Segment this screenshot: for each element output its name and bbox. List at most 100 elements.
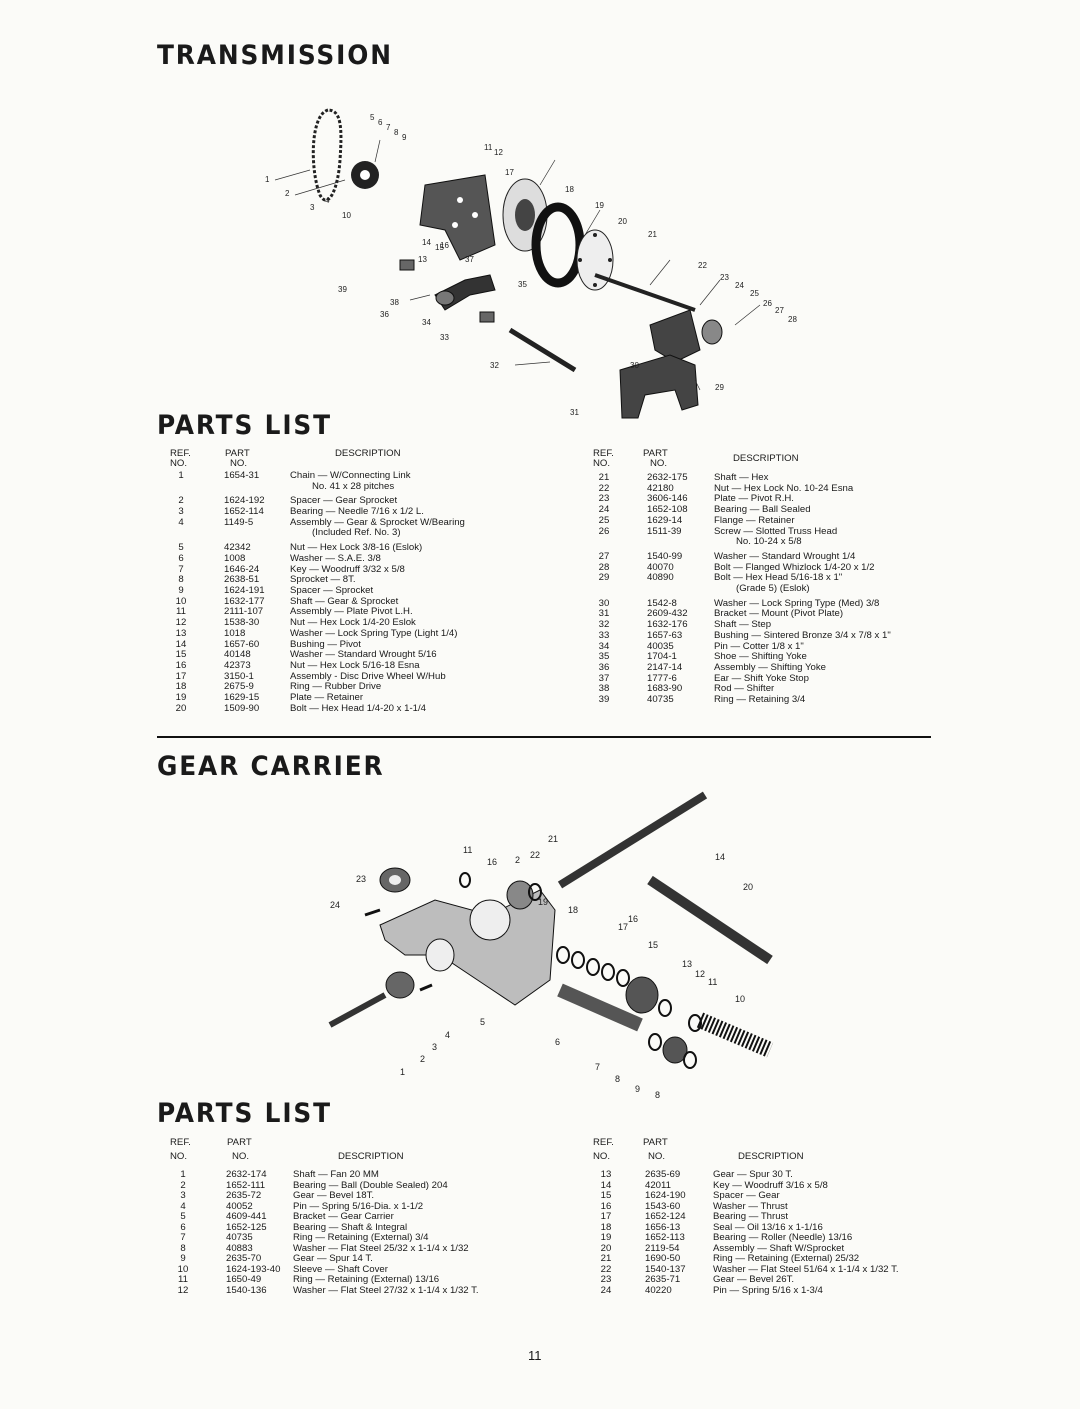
part-description: Assembly — Plate Pivot L.H. [290, 606, 413, 618]
part-number: 2119-54 [645, 1242, 680, 1254]
part-number: 1652-111 [226, 1179, 266, 1191]
col-part: PART [643, 448, 668, 459]
part-description: Bolt — Hex Head 1/4-20 x 1-1/4 [290, 702, 426, 714]
col-ref: REF. [593, 1137, 614, 1148]
callout: 20 [618, 217, 627, 226]
part-description: Ring — Retaining 3/4 [714, 694, 806, 705]
part-description: Screw — Slotted Truss Head [714, 525, 838, 537]
part-description: Nut — Hex Lock 1/4-20 Eslok [290, 617, 416, 629]
col-part: PART [643, 1137, 668, 1148]
ref-number: 5 [180, 1211, 186, 1222]
callout: 22 [698, 261, 707, 270]
callout: 8 [615, 1074, 620, 1084]
callout: 11 [463, 845, 472, 855]
callout: 1 [265, 175, 270, 184]
part-description: Shoe — Shifting Yoke [714, 651, 807, 663]
part-number: 1629-15 [224, 692, 260, 703]
part-description: Spacer — Sprocket [290, 585, 374, 596]
part-number: 1652-125 [226, 1221, 267, 1233]
part-number: 40035 [647, 640, 674, 652]
callout: 33 [440, 333, 449, 342]
callout: 6 [555, 1037, 560, 1047]
part-description: Shaft — Step [714, 619, 772, 631]
part-number: 1777-6 [647, 672, 677, 684]
ref-number: 1 [178, 470, 184, 481]
callout: 16 [487, 857, 497, 867]
part-description: Washer — Standard Wrought 1/4 [714, 550, 856, 562]
part-number: 1704-1 [647, 651, 677, 663]
part-description: Bushing — Pivot [290, 638, 361, 650]
callout: 13 [682, 959, 692, 969]
part-description: Sleeve — Shaft Cover [293, 1263, 388, 1275]
ref-number: 2 [180, 1179, 186, 1191]
callout: 5 [480, 1017, 485, 1027]
callout: 2 [515, 855, 520, 865]
part-number: 40220 [645, 1284, 672, 1296]
part-description: Washer — Lock Spring Type (Med) 3/8 [714, 597, 880, 609]
callout: 38 [390, 298, 399, 307]
callout: 6 [378, 118, 383, 127]
part-description: Bearing — Ball (Double Sealed) 204 [293, 1179, 448, 1191]
part-description: Nut — Hex Lock 5/16-18 Esna [290, 659, 420, 671]
callout: 23 [356, 874, 366, 884]
part-description: Bearing — Thrust [713, 1211, 789, 1222]
callout: 21 [548, 834, 558, 844]
part-description: Gear — Bevel 18T. [293, 1190, 375, 1201]
part-number: 1652-124 [645, 1211, 686, 1222]
section-divider [157, 736, 931, 738]
part-number: 1657-63 [647, 629, 683, 641]
ref-number: 16 [175, 659, 187, 671]
spur-gear-14t [662, 1036, 688, 1064]
part-number: 42180 [647, 482, 674, 494]
part-description: Plate — Retainer [290, 692, 364, 703]
ref-number: 33 [598, 629, 610, 641]
ref-number: 14 [175, 638, 187, 650]
part-description: Washer — S.A.E. 3/8 [290, 552, 381, 564]
part-description: Gear — Spur 14 T. [293, 1253, 373, 1264]
part-number: 2632-174 [226, 1169, 267, 1180]
shaft-cover-sleeve [696, 1012, 774, 1058]
rubber-drive-ring [531, 202, 585, 288]
callout: 16 [628, 914, 638, 924]
transmission-exploded-diagram: 1 2 3 4 5 6 7 8 9 10 11 12 13 14 15 16 1… [265, 108, 797, 419]
part-number: 1538-30 [224, 617, 260, 629]
part-number: 2675-9 [224, 681, 254, 693]
col-description: DESCRIPTION [338, 1151, 404, 1162]
part-description: Sprocket — 8T. [290, 574, 356, 586]
part-number: 40052 [226, 1200, 253, 1212]
callout: 24 [330, 900, 340, 910]
part-number: 40735 [226, 1232, 253, 1243]
col-part-no: NO. [650, 458, 668, 469]
fan-shaft-lower [328, 992, 387, 1028]
callout: 4 [445, 1030, 450, 1040]
mount-bracket [619, 354, 699, 419]
callout: 7 [386, 123, 391, 132]
col-description: DESCRIPTION [738, 1151, 804, 1162]
part-description: Bearing — Roller (Needle) 13/16 [713, 1232, 853, 1243]
ref-number: 31 [598, 608, 610, 620]
ref-number: 10 [177, 1263, 189, 1275]
callout: 14 [422, 238, 431, 247]
ref-number: 37 [598, 672, 610, 684]
callout: 10 [735, 994, 745, 1004]
ref-number: 21 [600, 1253, 612, 1264]
part-number: 1656-13 [645, 1221, 681, 1233]
part-description: Shaft — Hex [714, 472, 769, 483]
part-number: 40735 [647, 694, 674, 705]
callout: 39 [338, 285, 347, 294]
shifter-rod [479, 311, 495, 323]
part-description: Bolt — Hex Head 5/16-18 x 1" [714, 572, 843, 584]
yoke-shoe [435, 290, 455, 306]
part-description: Ring — Retaining (External) 13/16 [293, 1274, 440, 1285]
callout: 8 [655, 1090, 660, 1100]
callout: 36 [380, 310, 389, 319]
col-part: PART [227, 1137, 252, 1148]
ref-number: 19 [175, 692, 187, 703]
ref-number: 29 [598, 572, 610, 584]
part-number: 2635-69 [645, 1169, 681, 1180]
part-description: Nut — Hex Lock 3/8-16 (Eslok) [290, 542, 423, 554]
ref-number: 21 [598, 472, 610, 483]
